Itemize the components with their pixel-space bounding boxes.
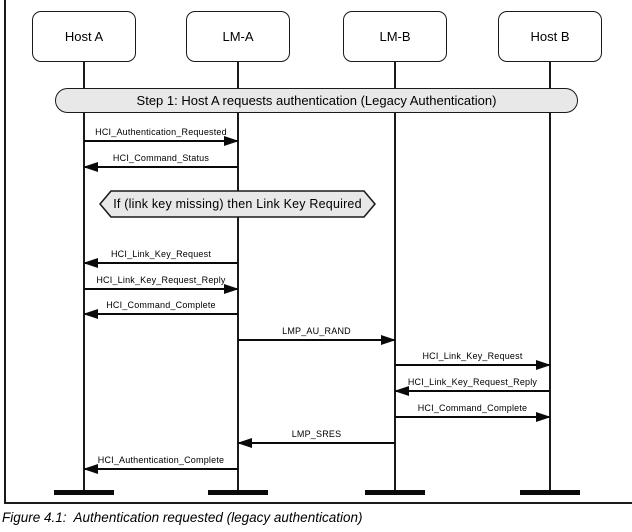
- lifeline-host-b: [549, 62, 551, 492]
- message-lmp-sres: LMP_SRES: [237, 428, 395, 448]
- arrow-line: [395, 360, 551, 370]
- arrow-line: [394, 386, 550, 396]
- message-label: HCI_Link_Key_Request: [110, 249, 212, 259]
- arrowhead-right-icon: [224, 136, 239, 146]
- lifeline-terminator-lm-b: [365, 490, 425, 495]
- condition-hexagon: If (link key missing) then Link Key Requ…: [99, 190, 376, 218]
- arrowhead-left-icon: [83, 258, 98, 268]
- figure-caption: Figure 4.1: Authentication requested (le…: [2, 510, 363, 525]
- message-label: HCI_Command_Complete: [417, 403, 528, 413]
- message-label: HCI_Command_Complete: [106, 300, 216, 310]
- actor-label: LM-A: [222, 29, 254, 44]
- step-banner: Step 1: Host A requests authentication (…: [55, 88, 578, 113]
- arrow-line: [83, 162, 238, 172]
- arrow-line: [83, 464, 238, 474]
- arrow-line: [83, 258, 238, 268]
- lifeline-host-a: [83, 62, 85, 492]
- lifeline-lm-b: [394, 62, 396, 492]
- actor-label: Host B: [530, 29, 570, 44]
- actor-box-lm-b: LM-B: [343, 11, 447, 62]
- actor-box-host-b: Host B: [498, 11, 602, 62]
- message-label: LMP_SRES: [291, 429, 342, 439]
- arrow-line: [238, 335, 396, 345]
- arrowhead-left-icon: [237, 438, 252, 448]
- message-hci-command-complete-b: HCI_Command_Complete: [395, 402, 551, 422]
- hexagon-shape-icon: [99, 190, 376, 218]
- message-lmp-au-rand: LMP_AU_RAND: [238, 325, 396, 345]
- arrow-line: [237, 438, 395, 448]
- actor-box-host-a: Host A: [32, 11, 136, 62]
- arrowhead-right-icon: [224, 284, 239, 294]
- figure-border: [4, 0, 632, 504]
- message-hci-link-key-request-b: HCI_Link_Key_Request: [395, 350, 551, 370]
- message-label: HCI_Link_Key_Request: [422, 351, 523, 361]
- lifeline-terminator-host-a: [54, 490, 114, 495]
- message-label: HCI_Authentication_Requested: [95, 127, 227, 137]
- lifeline-terminator-host-b: [520, 490, 580, 495]
- message-label: LMP_AU_RAND: [282, 326, 351, 336]
- arrow-line: [83, 309, 238, 319]
- arrowhead-left-icon: [83, 162, 98, 172]
- actor-label: LM-B: [379, 29, 411, 44]
- arrowhead-left-icon: [83, 309, 98, 319]
- arrowhead-right-icon: [381, 335, 396, 345]
- arrow-line: [84, 284, 239, 294]
- message-label: HCI_Link_Key_Request_Reply: [96, 275, 226, 285]
- lifeline-terminator-lm-a: [208, 490, 268, 495]
- message-label: HCI_Authentication_Complete: [97, 455, 225, 465]
- arrow-line: [395, 412, 551, 422]
- message-hci-link-key-request-a: HCI_Link_Key_Request: [83, 248, 238, 268]
- condition-label: If (link key missing) then Link Key Requ…: [113, 197, 362, 211]
- message-hci-link-key-request-reply-a: HCI_Link_Key_Request_Reply: [84, 274, 239, 294]
- arrowhead-right-icon: [536, 360, 551, 370]
- step-banner-label: Step 1: Host A requests authentication (…: [136, 93, 497, 108]
- arrowhead-left-icon: [83, 464, 98, 474]
- message-hci-link-key-request-reply-b: HCI_Link_Key_Request_Reply: [394, 376, 550, 396]
- message-hci-authentication-complete: HCI_Authentication_Complete: [83, 454, 238, 474]
- lifeline-lm-a: [237, 62, 239, 492]
- message-hci-command-complete-a: HCI_Command_Complete: [83, 299, 238, 319]
- message-hci-authentication-requested: HCI_Authentication_Requested: [84, 126, 239, 146]
- message-label: HCI_Link_Key_Request_Reply: [407, 377, 538, 387]
- message-hci-command-status: HCI_Command_Status: [83, 152, 238, 172]
- actor-box-lm-a: LM-A: [186, 11, 290, 62]
- message-label: HCI_Command_Status: [112, 153, 210, 163]
- arrowhead-right-icon: [536, 412, 551, 422]
- actor-label: Host A: [64, 29, 104, 44]
- arrowhead-left-icon: [394, 386, 409, 396]
- arrow-line: [84, 136, 239, 146]
